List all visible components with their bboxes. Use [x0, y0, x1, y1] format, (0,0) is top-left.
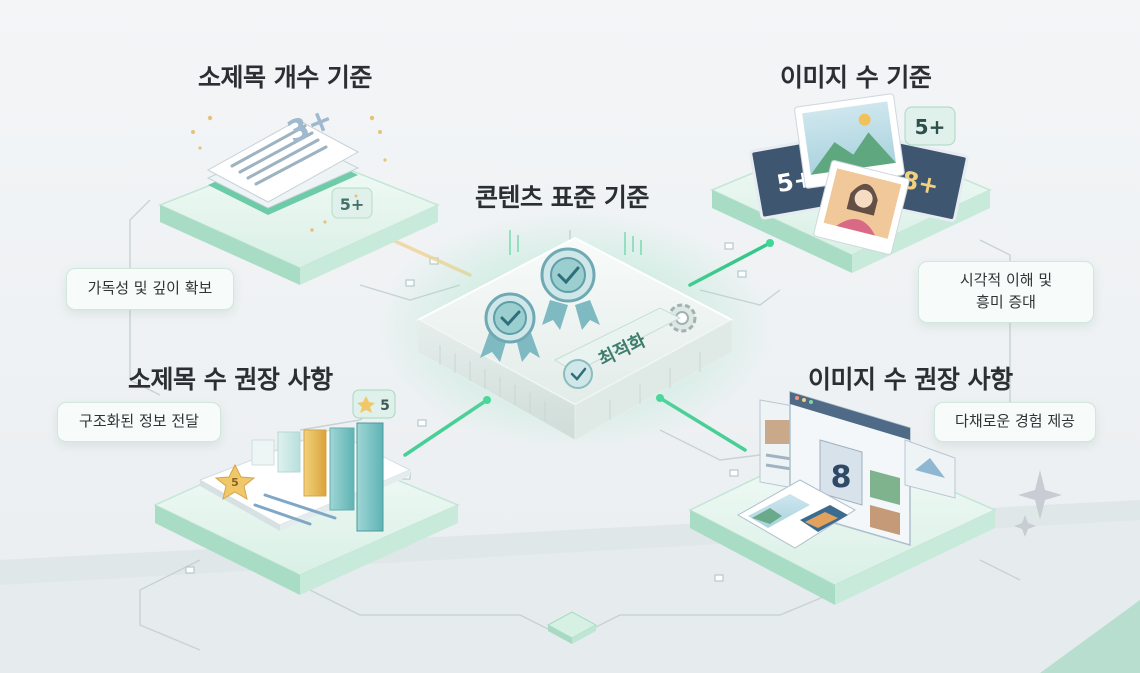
bottom-right-title: 이미지 수 권장 사항 [808, 365, 1013, 394]
bar-chart-icon: 5 [198, 422, 412, 532]
award-badge-icon-right [540, 247, 600, 330]
award-badge-icon-left [480, 292, 540, 362]
top-right-callout: 시각적 이해 및 흥미 증대 [918, 261, 1094, 323]
top-left-title: 소제목 개수 기준 [198, 63, 372, 92]
screen-front [736, 479, 856, 549]
bottom-left-title: 소제목 수 권장 사항 [128, 365, 333, 394]
badge-top-text: 5+ [915, 115, 946, 139]
star-badge: 5 [352, 389, 396, 419]
bottom-node-platform [546, 611, 598, 644]
star-badge-text: 5 [380, 398, 390, 414]
document-stack-icon: 3+ [206, 101, 360, 215]
bottom-left-callout: 구조화된 정보 전달 [57, 402, 221, 442]
sparkle-icon [1014, 470, 1062, 537]
vertical-glow-bars [509, 230, 642, 255]
bottom-right-callout-text: 다채로운 경험 제공 [955, 412, 1075, 431]
screen-number: 8 [831, 460, 852, 495]
star-label: 5 [231, 476, 239, 489]
center-title: 콘텐츠 표준 기준 [475, 183, 649, 212]
platform-center [415, 236, 735, 441]
top-right-callout-line2: 흥미 증대 [976, 293, 1036, 311]
badge-top-5plus: 5+ [904, 106, 956, 146]
top-right-callout-line1: 시각적 이해 및 [959, 271, 1053, 290]
photo-stack-icon: 5+ 8+ [749, 93, 969, 255]
bottom-right-callout: 다채로운 경험 제공 [934, 402, 1096, 442]
top-right-title: 이미지 수 기준 [780, 63, 932, 92]
side-badge-5plus: 5+ [331, 187, 373, 219]
media-screens-icon: 8 [736, 390, 956, 549]
bottom-left-callout-text: 구조화된 정보 전달 [79, 412, 199, 431]
top-left-callout: 가독성 및 깊이 확보 [66, 268, 234, 310]
photo-landscape [794, 93, 905, 189]
sparkle-dots-left [191, 115, 387, 232]
screen-back-right [904, 439, 956, 499]
side-badge-text: 5+ [340, 195, 365, 214]
top-left-callout-text: 가독성 및 깊이 확보 [87, 279, 213, 298]
photo-portrait [813, 160, 910, 255]
